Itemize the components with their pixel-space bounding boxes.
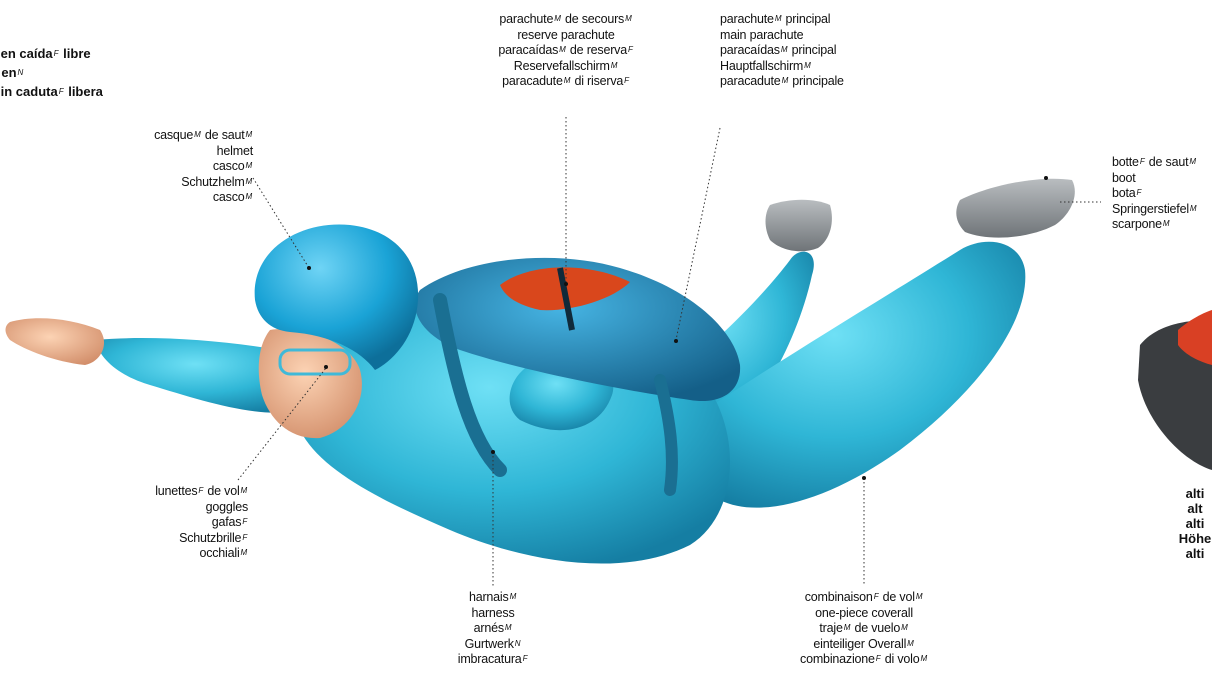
gender-marker: N <box>18 68 24 77</box>
title-line <box>0 25 103 44</box>
gender-marker: M <box>611 61 617 70</box>
term-line: paracaduteM di riservaF <box>466 74 666 90</box>
altimeter-line: alti <box>1160 486 1212 501</box>
term-line: combinazioneF di voloM <box>784 652 944 668</box>
term-line: parachuteM principal <box>720 12 890 28</box>
gender-marker: F <box>242 517 247 526</box>
term-line: paracaídasM de reservaF <box>466 43 666 59</box>
gender-marker: F <box>876 654 881 663</box>
gender-marker: M <box>1163 219 1169 228</box>
title-block: re ismoM en caídaF libre spring enN ismo… <box>0 6 103 101</box>
gender-marker: M <box>844 623 850 632</box>
gender-marker: M <box>907 639 913 648</box>
gender-marker: M <box>781 45 787 54</box>
altimeter-label: alti alt alti Höhe alti <box>1160 486 1212 561</box>
term-line: arnésM <box>433 621 553 637</box>
title-line: spring enN <box>0 63 103 82</box>
gender-marker: F <box>1140 157 1145 166</box>
gender-marker: M <box>1190 204 1196 213</box>
term-line: one-piece coverall <box>784 606 944 622</box>
title-line: re <box>0 6 103 25</box>
term-line: main parachute <box>720 28 890 44</box>
gender-marker: M <box>920 654 926 663</box>
term-line: harnaisM <box>433 590 553 606</box>
term-line: gafasF <box>130 515 248 531</box>
term-line: ReservefallschirmM <box>466 59 666 75</box>
gender-marker: F <box>624 76 629 85</box>
gender-marker: F <box>523 654 528 663</box>
term-line: cascoM <box>130 190 253 206</box>
term-line: botteF de sautM <box>1112 155 1212 171</box>
term-line: reserve parachute <box>466 28 666 44</box>
gender-marker: M <box>246 161 252 170</box>
term-line: scarponeM <box>1112 217 1212 233</box>
gender-marker: M <box>775 14 781 23</box>
gender-marker: F <box>198 486 203 495</box>
gender-marker: M <box>916 592 922 601</box>
title-line: ismoM en caídaF libre <box>0 44 103 63</box>
term-line: cascoM <box>130 159 253 175</box>
term-line: helmet <box>130 144 253 160</box>
term-line: goggles <box>130 500 248 516</box>
title-line: ismoM in cadutaF libera <box>0 82 103 101</box>
gender-marker: M <box>505 623 511 632</box>
term-line: SchutzbrilleF <box>130 531 248 547</box>
term-line: SchutzhelmM <box>130 175 253 191</box>
gender-marker: M <box>559 45 565 54</box>
gender-marker: F <box>54 49 59 58</box>
gender-marker: M <box>901 623 907 632</box>
gender-marker: F <box>874 592 879 601</box>
gender-marker: M <box>625 14 631 23</box>
term-line: casqueM de sautM <box>130 128 253 144</box>
gender-marker: M <box>510 592 516 601</box>
term-line: boot <box>1112 171 1212 187</box>
gender-marker: F <box>59 87 64 96</box>
term-line: harness <box>433 606 553 622</box>
term-line: occhialiM <box>130 546 248 562</box>
altimeter-line: alti <box>1160 516 1212 531</box>
term-line: paracaídasM principal <box>720 43 890 59</box>
left-hand <box>6 318 105 365</box>
term-line: parachuteM de secoursM <box>466 12 666 28</box>
gender-marker: M <box>241 548 247 557</box>
altimeter-line: alt <box>1160 501 1212 516</box>
term-line: combinaisonF de volM <box>784 590 944 606</box>
term-line: imbracaturaF <box>433 652 553 668</box>
gender-marker: F <box>242 533 247 542</box>
term-line: botaF <box>1112 186 1212 202</box>
gender-marker: F <box>628 45 633 54</box>
boot-right-shape <box>956 179 1075 238</box>
gender-marker: M <box>246 177 252 186</box>
term-line: HauptfallschirmM <box>720 59 890 75</box>
gender-marker: N <box>515 639 521 648</box>
term-line: GurtwerkN <box>433 637 553 653</box>
gender-marker: F <box>1137 188 1142 197</box>
gender-marker: M <box>554 14 560 23</box>
term-line: lunettesF de volM <box>130 484 248 500</box>
gender-marker: M <box>804 61 810 70</box>
gender-marker: M <box>241 486 247 495</box>
altimeter-line: alti <box>1160 546 1212 561</box>
gender-marker: M <box>782 76 788 85</box>
boot-left-shape <box>766 200 832 252</box>
term-line: einteiliger OverallM <box>784 637 944 653</box>
gender-marker: M <box>246 192 252 201</box>
gender-marker: M <box>564 76 570 85</box>
term-line: paracaduteM principale <box>720 74 890 90</box>
term-line: SpringerstiefelM <box>1112 202 1212 218</box>
gender-marker: M <box>1189 157 1195 166</box>
gender-marker: M <box>246 130 252 139</box>
gender-marker: M <box>194 130 200 139</box>
altimeter-line: Höhe <box>1160 531 1212 546</box>
term-line: trajeM de vueloM <box>784 621 944 637</box>
